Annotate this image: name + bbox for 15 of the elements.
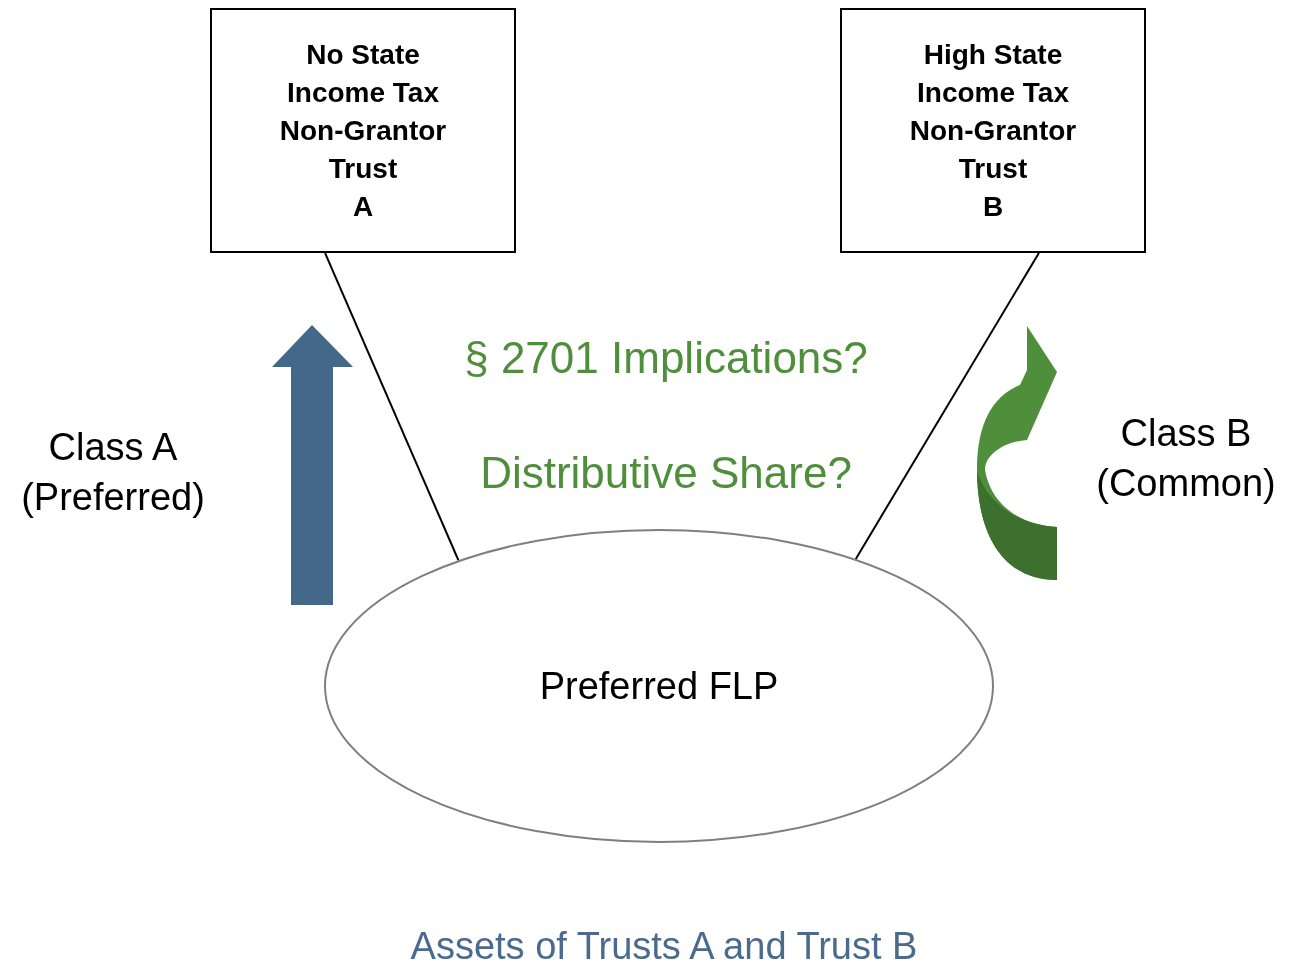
class-label: Class B (Common) [1095, 411, 1277, 506]
node-text: A [352, 189, 374, 224]
trust-box [210, 8, 516, 253]
node-text: High State Income Tax Non-Grantor Trust [908, 37, 1078, 186]
node-text: Preferred FLP [539, 664, 779, 708]
question-text: § 2701 Implications? [464, 333, 868, 383]
question-text: Distributive Share? [480, 448, 852, 498]
ellipse-node [324, 529, 994, 843]
node-text: B [982, 189, 1004, 224]
node-text: No State Income Tax Non-Grantor Trust [278, 37, 448, 186]
connector-line [854, 252, 1040, 560]
class-label: Class A (Preferred) [20, 425, 206, 520]
trust-box [840, 8, 1146, 253]
connector-line [324, 252, 460, 562]
caption: Assets of Trusts A and Trust B [410, 924, 918, 969]
